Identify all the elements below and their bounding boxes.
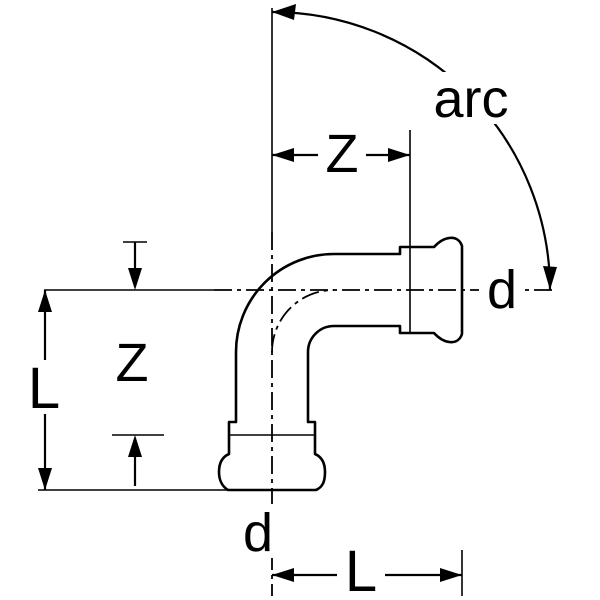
z-top-dimension: Z bbox=[272, 124, 411, 247]
l-left-arrowhead-bottom bbox=[38, 468, 52, 490]
z-left-label: Z bbox=[116, 333, 149, 393]
elbow-fitting bbox=[217, 236, 464, 492]
arc-arrowhead-top bbox=[272, 4, 296, 20]
d-right-label-mask bbox=[479, 260, 525, 316]
z-top-arrowhead-right bbox=[388, 148, 410, 162]
l-bottom-arrowhead-left bbox=[272, 568, 294, 582]
l-left-label: L bbox=[28, 356, 60, 421]
z-top-label-mask bbox=[318, 129, 366, 179]
l-left-arrowhead-top bbox=[38, 290, 52, 312]
arc-arrowhead-right bbox=[543, 266, 557, 290]
l-left-label-mask bbox=[20, 360, 68, 414]
z-left-dimension: Z bbox=[112, 241, 164, 486]
diameter-labels: d d bbox=[236, 260, 525, 563]
d-bottom-label: d bbox=[243, 503, 273, 563]
bend-centerline-arc bbox=[271, 289, 335, 353]
z-left-arrowhead-up bbox=[128, 435, 142, 457]
arc-dimension: arc bbox=[271, 4, 557, 291]
l-bottom-label: L bbox=[345, 539, 377, 600]
z-top-label: Z bbox=[326, 124, 359, 184]
d-right-label: d bbox=[487, 260, 517, 320]
z-left-arrowhead-down bbox=[128, 268, 142, 290]
elbow-outline bbox=[217, 236, 464, 492]
l-bottom-arrowhead-right bbox=[440, 568, 462, 582]
z-top-arrowhead-left bbox=[272, 148, 294, 162]
arc-label-mask bbox=[428, 72, 514, 124]
l-left-dimension: L bbox=[20, 290, 228, 491]
d-bottom-label-mask bbox=[236, 504, 280, 558]
l-bottom-dimension: L bbox=[272, 539, 463, 600]
l-bottom-label-mask bbox=[337, 544, 385, 596]
arc-label: arc bbox=[433, 69, 508, 129]
